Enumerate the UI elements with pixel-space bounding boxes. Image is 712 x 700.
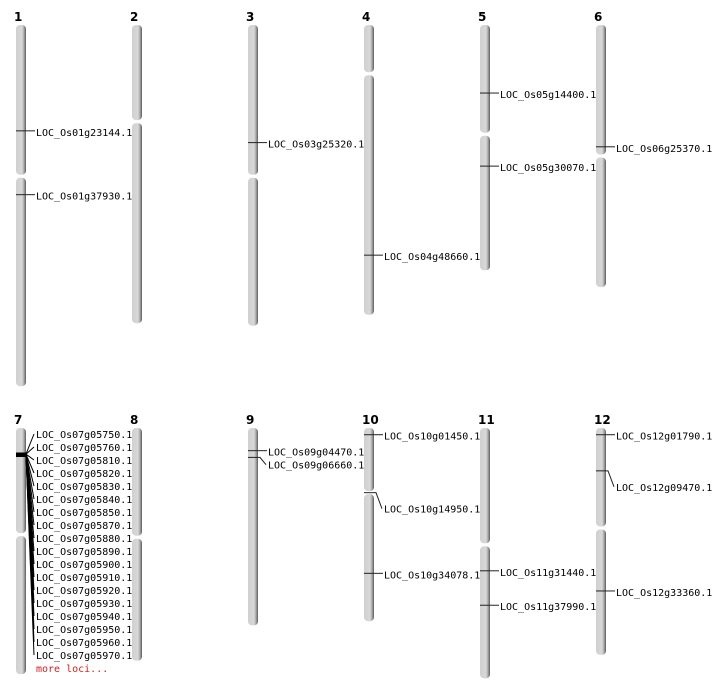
chromosome-q-arm [596, 157, 606, 288]
chromosome-q-arm [132, 123, 142, 324]
chromosome-number: 3 [246, 10, 254, 24]
chromosome-7: 7LOC_Os07g05750.1LOC_Os07g05760.1LOC_Os0… [14, 413, 132, 675]
chromosome-p-arm [364, 25, 374, 73]
locus-label[interactable]: LOC_Os10g01450.1 [384, 432, 480, 443]
locus-label[interactable]: LOC_Os01g23144.1 [36, 128, 132, 139]
locus-label[interactable]: LOC_Os07g05750.1 [36, 430, 132, 441]
more-loci-link[interactable]: more loci... [36, 664, 108, 675]
locus-label[interactable]: LOC_Os07g05870.1 [36, 521, 132, 532]
chromosome-p-arm [16, 25, 26, 175]
chromosome-p-arm [480, 428, 490, 544]
locus-label[interactable]: LOC_Os10g14950.1 [384, 505, 480, 516]
locus-label[interactable]: LOC_Os07g05850.1 [36, 508, 132, 519]
chromosome-q-arm [16, 536, 26, 675]
chromosome-number: 12 [594, 413, 611, 427]
locus-label[interactable]: LOC_Os05g14400.1 [500, 90, 596, 101]
chromosome-number: 5 [478, 10, 486, 24]
chromosome-number: 2 [130, 10, 138, 24]
chromosome-q-arm [480, 546, 490, 679]
chromosome-p-arm [248, 428, 258, 626]
chromosome-p-arm [364, 428, 374, 492]
locus-label[interactable]: LOC_Os03g25320.1 [268, 140, 364, 151]
locus-label[interactable]: LOC_Os07g05900.1 [36, 560, 132, 571]
chromosome-number: 9 [246, 413, 254, 427]
locus-label[interactable]: LOC_Os06g25370.1 [616, 144, 712, 155]
locus-leader-line [374, 492, 383, 509]
chromosome-8: 8 [130, 413, 142, 661]
locus-label[interactable]: LOC_Os07g05830.1 [36, 482, 132, 493]
chromosome-p-arm [596, 25, 606, 155]
chromosome-number: 4 [362, 10, 370, 24]
locus-leader-line [25, 454, 35, 474]
locus-leader-line [25, 433, 35, 455]
locus-leader-line [25, 446, 35, 455]
chromosome-2: 2 [130, 10, 142, 324]
chromosome-p-arm [480, 25, 490, 133]
locus-label[interactable]: LOC_Os07g05810.1 [36, 456, 132, 467]
chromosome-number: 6 [594, 10, 602, 24]
chromosome-number: 7 [14, 413, 22, 427]
locus-label[interactable]: LOC_Os07g05970.1 [36, 651, 132, 662]
locus-label[interactable]: LOC_Os07g05920.1 [36, 586, 132, 597]
chromosome-number: 11 [478, 413, 495, 427]
locus-label[interactable]: LOC_Os12g33360.1 [616, 588, 712, 599]
locus-leader-line [606, 470, 615, 488]
locus-label[interactable]: LOC_Os07g05950.1 [36, 625, 132, 636]
chromosome-p-arm [16, 428, 26, 534]
chromosome-q-arm [16, 177, 26, 387]
chromosome-q-arm [364, 75, 374, 315]
chromosome-number: 1 [14, 10, 22, 24]
locus-label[interactable]: LOC_Os07g05910.1 [36, 573, 132, 584]
chromosome-10: 10LOC_Os10g01450.1LOC_Os10g14950.1LOC_Os… [362, 413, 480, 622]
locus-label[interactable]: LOC_Os11g31440.1 [500, 568, 596, 579]
locus-label[interactable]: LOC_Os05g30070.1 [500, 163, 596, 174]
locus-label[interactable]: LOC_Os11g37990.1 [500, 602, 596, 613]
locus-leader-line [25, 453, 35, 461]
chromosome-q-arm [596, 529, 606, 655]
locus-leader-line [258, 456, 267, 465]
locus-label[interactable]: LOC_Os07g05880.1 [36, 534, 132, 545]
chromosome-q-arm [248, 177, 258, 326]
chromosome-q-arm [480, 135, 490, 271]
chromosome-number: 8 [130, 413, 138, 427]
chromosome-p-arm [248, 25, 258, 175]
locus-label[interactable]: LOC_Os12g09470.1 [616, 483, 712, 494]
locus-label[interactable]: LOC_Os09g06660.1 [268, 461, 364, 472]
locus-label[interactable]: LOC_Os01g37930.1 [36, 192, 132, 203]
chromosome-p-arm [596, 428, 606, 527]
locus-label[interactable]: LOC_Os07g05890.1 [36, 547, 132, 558]
chromosome-p-arm [132, 25, 142, 121]
chromosome-p-arm [132, 428, 142, 536]
locus-label[interactable]: LOC_Os07g05930.1 [36, 599, 132, 610]
locus-label[interactable]: LOC_Os12g01790.1 [616, 432, 712, 443]
chromosome-12: 12LOC_Os12g01790.1LOC_Os12g09470.1LOC_Os… [594, 413, 712, 655]
chromosome-q-arm [132, 538, 142, 661]
locus-label[interactable]: LOC_Os07g05760.1 [36, 443, 132, 454]
locus-label[interactable]: LOC_Os07g05960.1 [36, 638, 132, 649]
locus-label[interactable]: LOC_Os07g05940.1 [36, 612, 132, 623]
chromosome-number: 10 [362, 413, 379, 427]
chromosome-q-arm [364, 494, 374, 622]
locus-label[interactable]: LOC_Os07g05820.1 [36, 469, 132, 480]
locus-label[interactable]: LOC_Os07g05840.1 [36, 495, 132, 506]
locus-label[interactable]: LOC_Os04g48660.1 [384, 252, 480, 263]
locus-label[interactable]: LOC_Os10g34078.1 [384, 570, 480, 581]
locus-label[interactable]: LOC_Os09g04470.1 [268, 448, 364, 459]
locus-leader-line [25, 455, 35, 656]
